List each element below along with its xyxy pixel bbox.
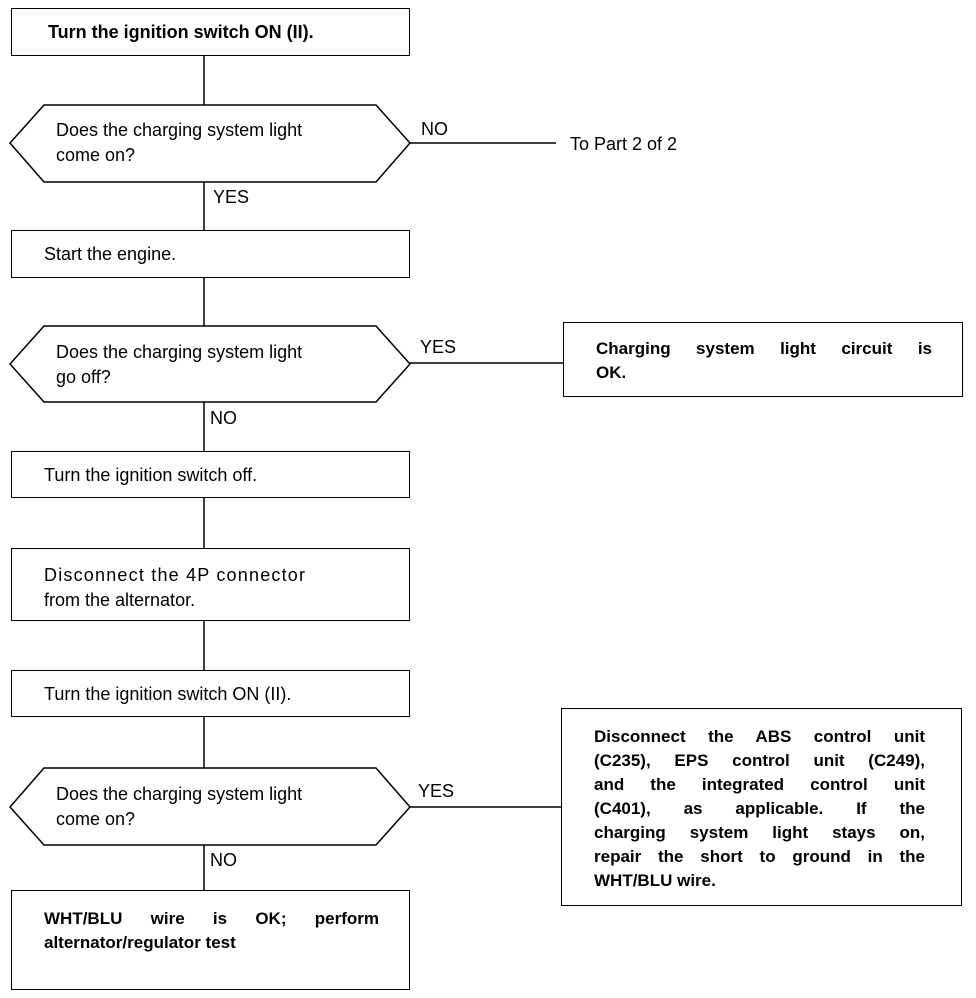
result-light-circuit-ok-box: Charging system light circuit is OK.	[563, 322, 963, 397]
decision-q3-line1: Does the charging system light	[56, 784, 303, 804]
result-disconnect-units-text: Disconnect the ABS control unit (C235), …	[594, 725, 925, 893]
result-disconnect-units-line7: WHT/BLU wire.	[594, 871, 716, 890]
decision-q1-text: Does the charging system light come on?	[56, 118, 302, 168]
decision-q3-shape	[8, 767, 412, 846]
step-disconnect-4p-line2: from the alternator.	[44, 590, 196, 610]
step-ignition-off-text: Turn the ignition switch off.	[44, 465, 258, 485]
decision-q1-line2: come on?	[56, 145, 136, 165]
result-wire-ok-box: WHT/BLU wire is OK; perform alternator/r…	[11, 890, 410, 990]
result-disconnect-units-line2: (C235), EPS control unit (C249),	[594, 751, 925, 770]
step-ignition-on-again-box: Turn the ignition switch ON (II).	[11, 670, 410, 717]
result-wire-ok-text: WHT/BLU wire is OK; perform alternator/r…	[44, 907, 379, 955]
q1-no-label: NO	[421, 119, 448, 139]
result-disconnect-units-box: Disconnect the ABS control unit (C235), …	[561, 708, 962, 906]
step-disconnect-4p-box: Disconnect the 4P connector from the alt…	[11, 548, 410, 621]
q2-no-label: NO	[210, 408, 237, 428]
step-disconnect-4p-text: Disconnect the 4P connector from the alt…	[44, 563, 393, 613]
step-ignition-on-again-text: Turn the ignition switch ON (II).	[44, 684, 292, 704]
step-start-engine-text: Start the engine.	[44, 244, 177, 264]
result-wire-ok-line2: alternator/regulator test	[44, 933, 236, 952]
result-light-circuit-ok-text: Charging system light circuit is OK.	[596, 337, 932, 385]
decision-q2-line2: go off?	[56, 367, 111, 387]
decision-q2-shape	[8, 325, 412, 403]
result-disconnect-units-line1: Disconnect the ABS control unit	[594, 727, 925, 746]
result-light-circuit-ok-line1: Charging system light circuit is	[596, 339, 932, 358]
step-start-engine-box: Start the engine.	[11, 230, 410, 278]
result-disconnect-units-line4: (C401), as applicable. If the	[594, 799, 925, 818]
step-ignition-on-text: Turn the ignition switch ON (II).	[48, 22, 314, 42]
q1-no-target: To Part 2 of 2	[570, 134, 678, 154]
result-disconnect-units-line3: and the integrated control unit	[594, 775, 925, 794]
step-ignition-on-box: Turn the ignition switch ON (II).	[11, 8, 410, 56]
decision-q3-text: Does the charging system light come on?	[56, 782, 302, 832]
result-wire-ok-line1: WHT/BLU wire is OK; perform	[44, 909, 379, 928]
decision-q2-text: Does the charging system light go off?	[56, 340, 302, 390]
step-disconnect-4p-line1: Disconnect the 4P connector	[44, 565, 307, 585]
result-disconnect-units-line5: charging system light stays on,	[594, 823, 925, 842]
q3-no-label: NO	[210, 850, 237, 870]
decision-q1-shape	[8, 104, 412, 183]
q3-yes-label: YES	[418, 781, 455, 801]
decision-q2-line1: Does the charging system light	[56, 342, 303, 362]
q1-yes-label: YES	[213, 187, 250, 207]
result-light-circuit-ok-line2: OK.	[596, 363, 627, 382]
decision-q3-line2: come on?	[56, 809, 136, 829]
decision-q1-line1: Does the charging system light	[56, 120, 303, 140]
q2-yes-label: YES	[420, 337, 457, 357]
result-disconnect-units-line6: repair the short to ground in the	[594, 847, 925, 866]
step-ignition-off-box: Turn the ignition switch off.	[11, 451, 410, 498]
